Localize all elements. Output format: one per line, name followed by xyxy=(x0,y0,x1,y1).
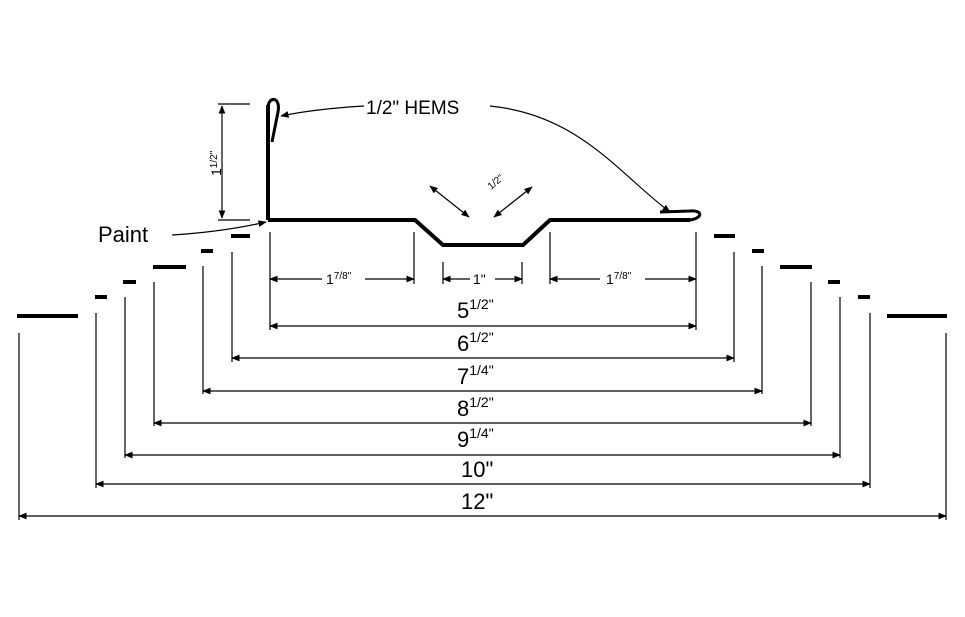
hems-leader-right xyxy=(489,105,671,213)
left-width-marks xyxy=(17,234,250,318)
panel-profile xyxy=(266,98,702,247)
width-label-7: 12" xyxy=(461,489,493,514)
right-width-marks xyxy=(714,234,947,318)
right-flat-dim-label: 17/8" xyxy=(606,271,632,287)
width-label-3: 71/4" xyxy=(457,362,494,389)
right-hem xyxy=(659,209,702,222)
panel-profile-body xyxy=(266,105,690,247)
paint-leader xyxy=(171,220,267,236)
extension-lines xyxy=(18,103,947,520)
width-label-5: 91/4" xyxy=(457,425,494,452)
height-label: 11/2" xyxy=(208,150,224,176)
notch-depth-label: 1/2" xyxy=(486,172,507,192)
notch-arrow-right xyxy=(493,186,533,218)
width-label-1: 51/2" xyxy=(457,296,494,323)
width-label-4: 81/2" xyxy=(457,394,494,421)
dimension-lines xyxy=(18,105,947,520)
notch-arrow-left xyxy=(429,185,470,218)
hems-label: 1/2" HEMS xyxy=(366,98,459,119)
width-label-2: 61/2" xyxy=(457,329,494,356)
hems-leader-left xyxy=(280,105,365,118)
left-hem xyxy=(266,98,280,143)
center-dim-label: 1" xyxy=(473,271,486,287)
paint-label: Paint xyxy=(98,222,148,247)
width-label-6: 10" xyxy=(461,457,493,482)
left-flat-dim-label: 17/8" xyxy=(326,271,352,287)
